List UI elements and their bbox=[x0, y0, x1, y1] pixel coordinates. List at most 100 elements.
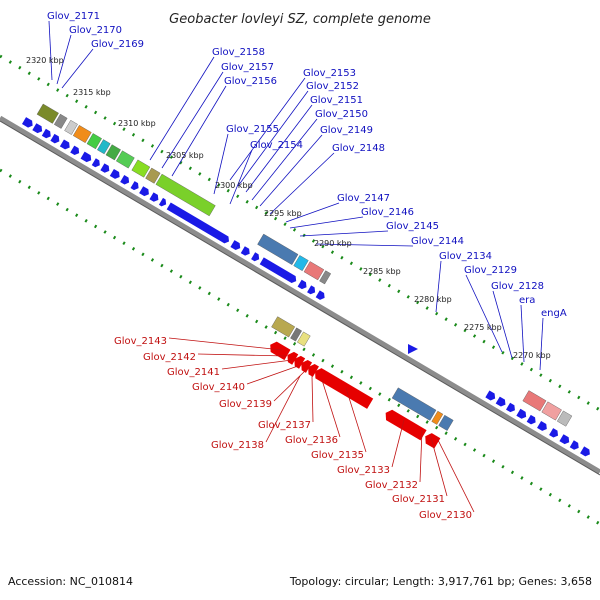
scale-label: 2280 kbp bbox=[414, 295, 452, 304]
forward-gene-label: engA bbox=[541, 308, 567, 319]
forward-gene-label: Glov_2134 bbox=[439, 251, 492, 262]
forward-gene-label: Glov_2171 bbox=[47, 11, 100, 22]
cog-block bbox=[556, 410, 573, 427]
reverse-gene-label: Glov_2135 bbox=[311, 450, 364, 461]
forward-leader bbox=[492, 290, 513, 359]
reverse-leader bbox=[168, 337, 283, 351]
scale-label: 2315 kbp bbox=[73, 88, 111, 97]
reverse-leader bbox=[265, 375, 301, 443]
forward-gene-label: Glov_2145 bbox=[386, 221, 439, 232]
forward-gene bbox=[139, 186, 149, 197]
forward-gene-label: Glov_2169 bbox=[91, 39, 144, 50]
forward-gene-label: Glov_2157 bbox=[221, 62, 274, 73]
reverse-leader bbox=[273, 369, 307, 402]
forward-gene-label: Glov_2150 bbox=[315, 109, 368, 120]
forward-gene bbox=[315, 290, 325, 300]
reverse-leader bbox=[197, 353, 287, 357]
cog-block bbox=[319, 270, 332, 285]
forward-gene-label: Glov_2149 bbox=[320, 125, 373, 136]
scale-label: 2310 kbp bbox=[118, 119, 156, 128]
reverse-leader bbox=[246, 365, 299, 385]
reverse-leader bbox=[311, 375, 314, 423]
forward-gene bbox=[537, 420, 547, 431]
forward-gene bbox=[549, 428, 559, 438]
cog-block bbox=[438, 414, 454, 431]
forward-leader bbox=[251, 118, 318, 201]
reverse-gene-label: Glov_2131 bbox=[392, 494, 445, 505]
forward-gene bbox=[50, 133, 60, 144]
reverse-leader bbox=[435, 435, 475, 513]
scale-label: 2295 kbp bbox=[264, 209, 302, 218]
genome-backbone bbox=[0, 115, 600, 475]
forward-gene bbox=[485, 390, 496, 401]
forward-leader bbox=[48, 20, 53, 81]
reverse-gene-label: Glov_2141 bbox=[167, 367, 220, 378]
forward-leader bbox=[299, 230, 389, 237]
scale-label: 2275 kbp bbox=[464, 323, 502, 332]
forward-leader bbox=[269, 152, 335, 215]
forward-gene bbox=[130, 181, 139, 191]
forward-gene bbox=[559, 434, 570, 445]
reverse-gene-label: Glov_2140 bbox=[192, 382, 245, 393]
forward-gene bbox=[158, 197, 167, 207]
cog-block bbox=[97, 139, 111, 155]
forward-gene bbox=[408, 344, 418, 354]
reverse-gene bbox=[315, 368, 374, 409]
forward-leader bbox=[285, 202, 340, 223]
forward-gene bbox=[32, 123, 43, 134]
cog-block bbox=[36, 103, 59, 124]
cog-block bbox=[53, 113, 68, 129]
forward-gene bbox=[516, 408, 527, 419]
forward-leader bbox=[315, 243, 414, 247]
reverse-gene-label: Glov_2137 bbox=[258, 420, 311, 431]
inner-tick-row bbox=[0, 168, 600, 526]
forward-leader bbox=[61, 48, 94, 89]
forward-leader bbox=[539, 317, 544, 371]
cog-block bbox=[303, 261, 325, 281]
reverse-gene bbox=[287, 351, 299, 365]
forward-gene bbox=[70, 145, 80, 156]
reverse-leader bbox=[345, 387, 367, 453]
scale-label: 2300 kbp bbox=[215, 181, 253, 190]
label-leaders bbox=[48, 20, 544, 513]
forward-leader bbox=[161, 71, 224, 169]
forward-gene bbox=[297, 279, 307, 290]
cog-block bbox=[64, 119, 78, 135]
forward-gene bbox=[569, 440, 579, 450]
forward-leader bbox=[435, 260, 442, 313]
forward-gene-label: Glov_2158 bbox=[212, 47, 265, 58]
reverse-leader bbox=[221, 359, 293, 370]
forward-gene-label: Glov_2148 bbox=[332, 143, 385, 154]
reverse-gene bbox=[308, 364, 319, 377]
forward-gene-label: Glov_2144 bbox=[411, 236, 464, 247]
reverse-leader bbox=[391, 419, 405, 468]
forward-gene bbox=[506, 402, 515, 413]
cog-block bbox=[431, 410, 444, 425]
forward-gene-label: Glov_2147 bbox=[337, 193, 390, 204]
reverse-gene bbox=[294, 355, 306, 369]
scale-label: 2290 kbp bbox=[314, 239, 352, 248]
forward-gene bbox=[21, 117, 33, 128]
forward-leader bbox=[213, 133, 229, 195]
cog-track bbox=[36, 103, 573, 431]
cog-block bbox=[391, 387, 437, 421]
reverse-gene-label: Glov_2132 bbox=[365, 480, 418, 491]
reverse-gene-label: Glov_2130 bbox=[419, 510, 472, 521]
forward-leader bbox=[229, 77, 306, 181]
forward-gene-label: Glov_2128 bbox=[491, 281, 544, 292]
forward-gene bbox=[59, 139, 70, 150]
forward-leader bbox=[465, 274, 503, 353]
map-title: Geobacter lovleyi SZ, complete genome bbox=[169, 12, 431, 27]
genome-backbone-shadow bbox=[0, 120, 600, 476]
forward-leader bbox=[520, 304, 525, 363]
cog-block bbox=[290, 327, 302, 342]
forward-gene bbox=[307, 285, 316, 295]
reverse-gene-label: Glov_2133 bbox=[337, 465, 390, 476]
reverse-gene-label: Glov_2138 bbox=[211, 440, 264, 451]
cog-block bbox=[145, 167, 161, 184]
forward-gene bbox=[109, 168, 120, 179]
cog-block bbox=[115, 150, 135, 169]
forward-gene bbox=[259, 257, 297, 284]
forward-gene bbox=[580, 446, 590, 457]
